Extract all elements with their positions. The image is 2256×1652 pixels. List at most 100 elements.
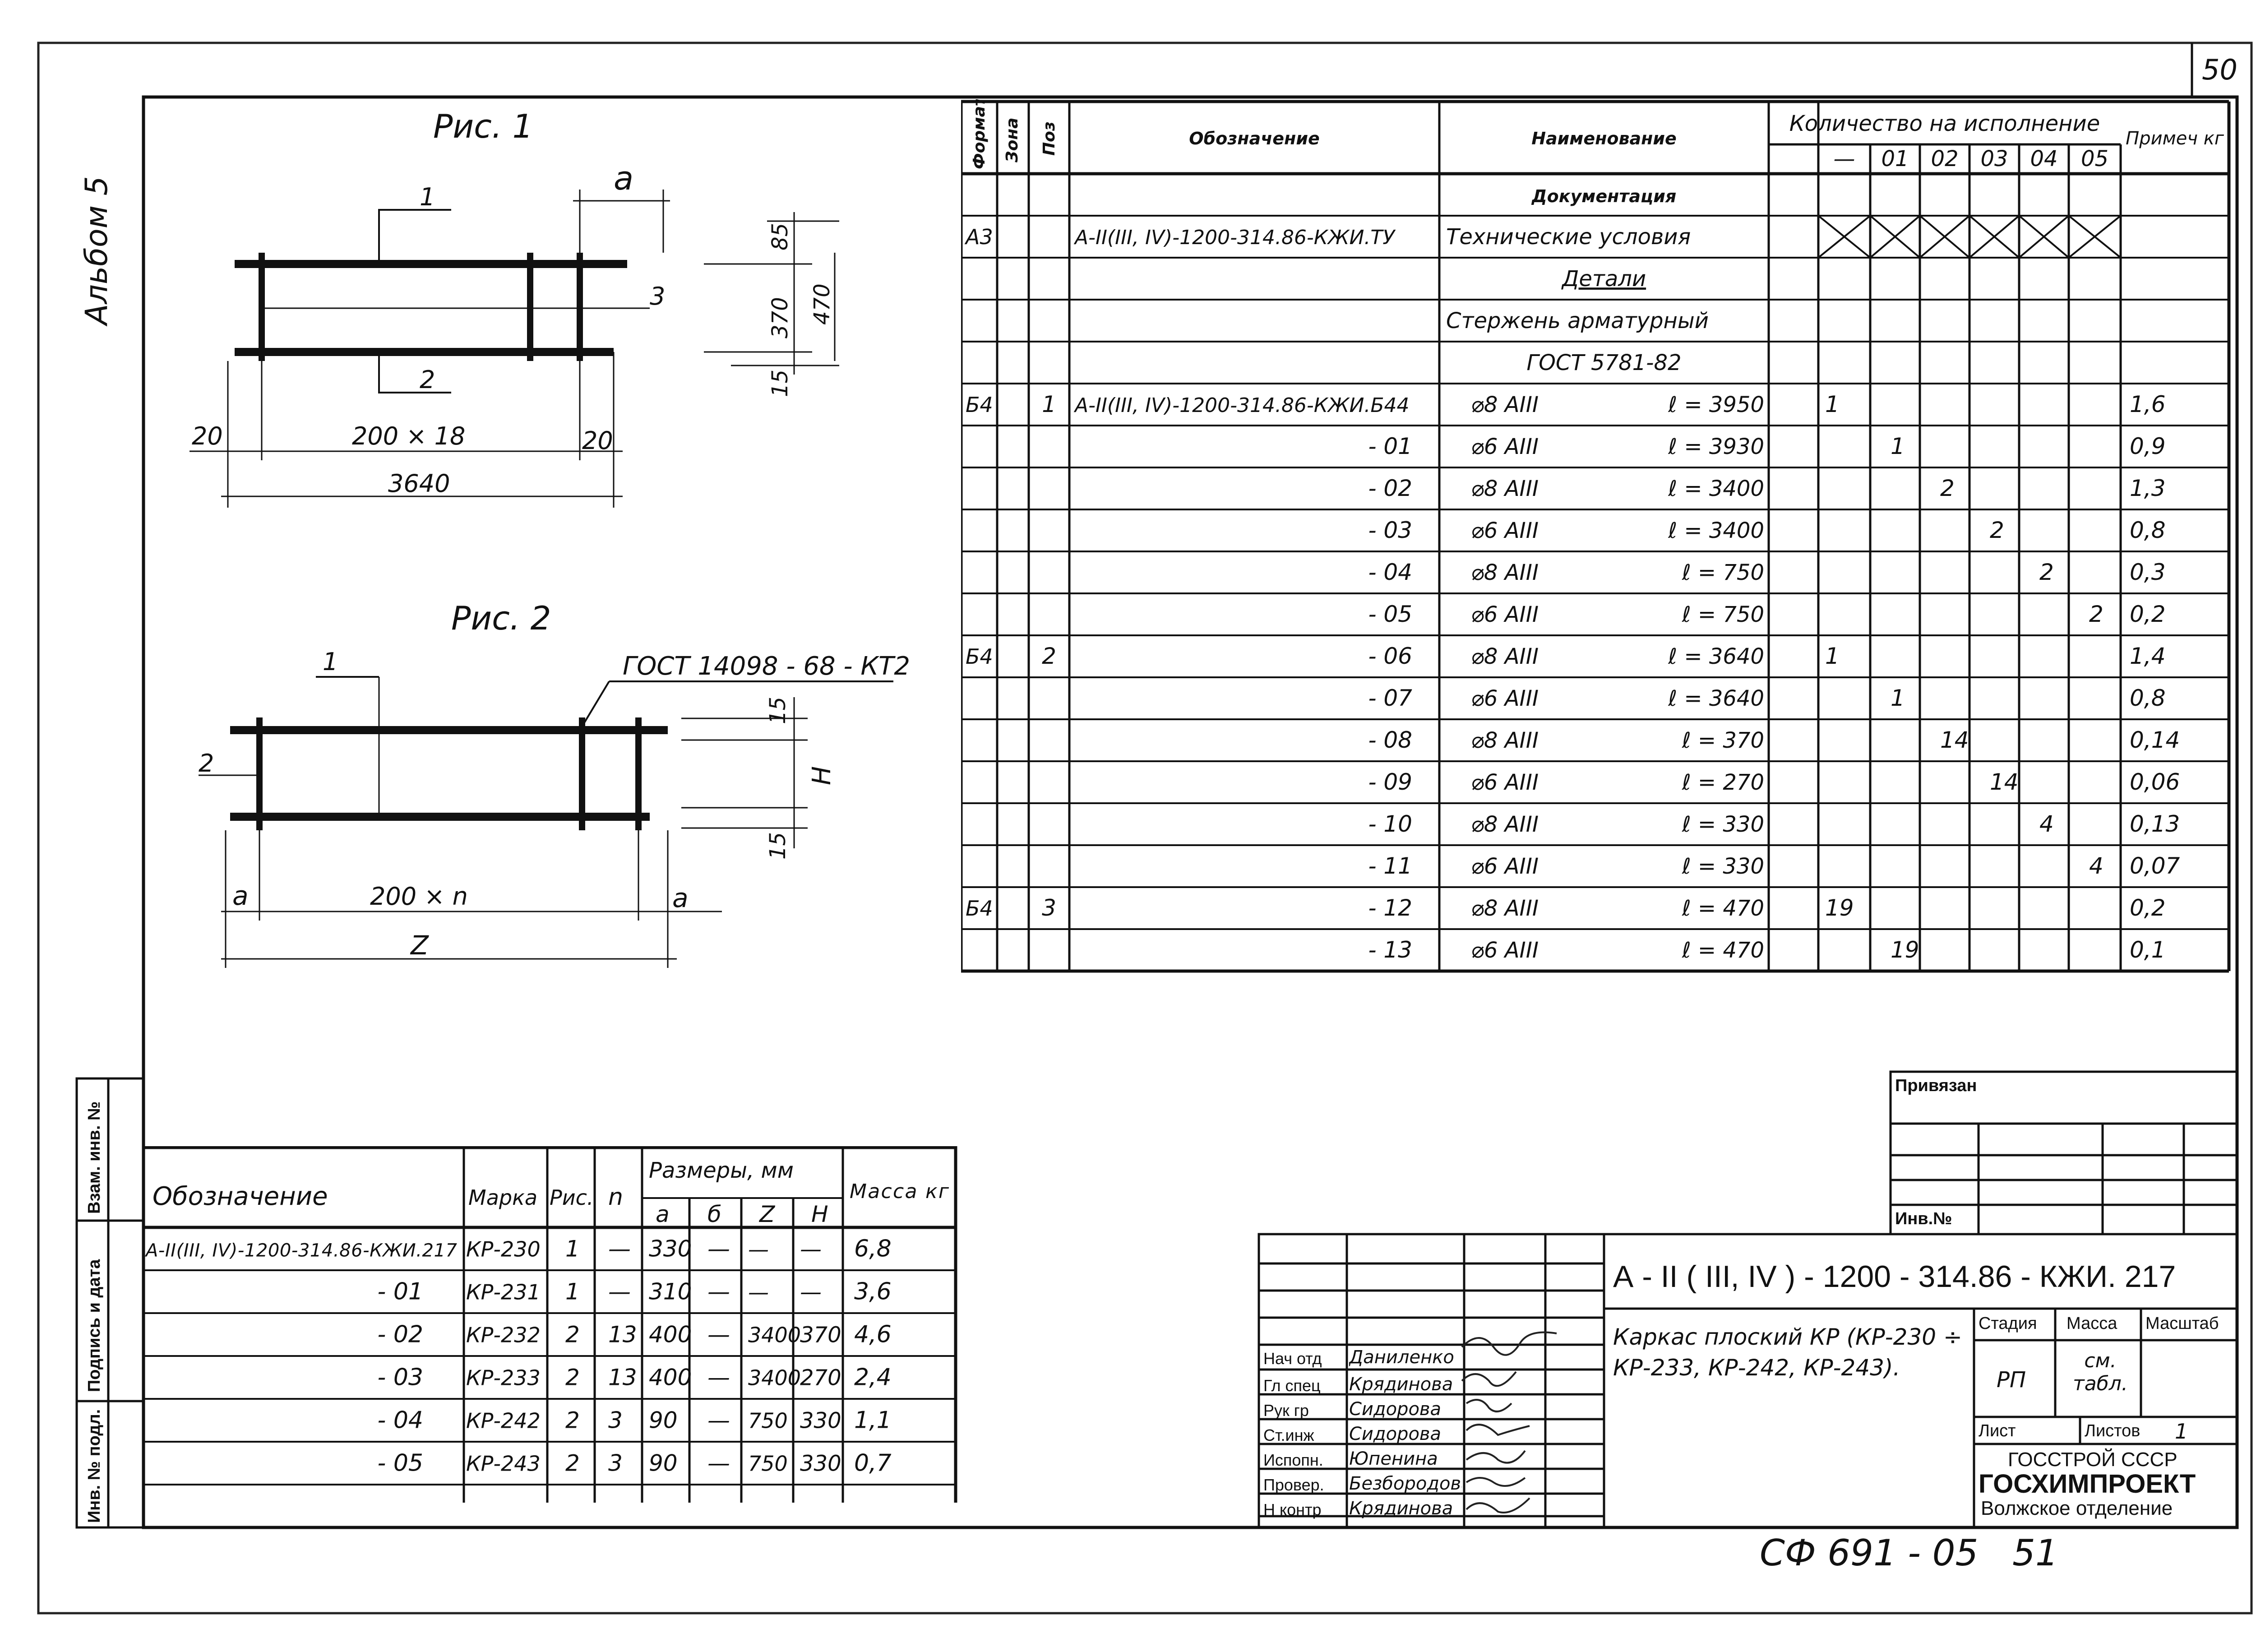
spec-cell-length: ℓ = 330 xyxy=(1682,812,1764,837)
cross-line xyxy=(1919,215,1970,259)
marks-cell-designation: - 02 xyxy=(378,1321,423,1348)
spec-cell-designation: - 09 xyxy=(1368,769,1412,795)
spec-cell-note: 1,4 xyxy=(2130,643,2166,669)
side-stamp-strip xyxy=(75,1077,145,1529)
cross-line xyxy=(1969,215,2020,259)
figure-1-title: Рис. 1 xyxy=(433,107,533,145)
spec-cell-length: ℓ = 3950 xyxy=(1668,392,1764,417)
marks-cell-h: 270 xyxy=(800,1365,841,1391)
spec-header-name: Наименование xyxy=(1531,129,1677,148)
marks-cell-fig: 1 xyxy=(565,1279,580,1305)
spec-cell-name: ГОСТ 5781-82 xyxy=(1526,350,1681,375)
spec-cell-designation: - 07 xyxy=(1368,685,1412,711)
people-name: Даниленко xyxy=(1349,1347,1454,1368)
org-institute: ГОСХИМПРОЕКТ xyxy=(1979,1469,2196,1499)
spec-cell-qty: 1 xyxy=(1891,685,1905,711)
spec-cell-note: 0,13 xyxy=(2130,811,2180,837)
people-name: Сидорова xyxy=(1349,1399,1442,1420)
people-role: Провер. xyxy=(1263,1476,1324,1494)
spec-header-pos: Поз xyxy=(1040,121,1059,156)
marks-cell-b: — xyxy=(707,1365,730,1391)
sheet-label: Лист xyxy=(1979,1421,2016,1440)
spec-cell-note: 0,2 xyxy=(2130,895,2166,921)
people-role: Нач отд xyxy=(1263,1349,1322,1368)
fig1-dim-total: 3640 xyxy=(388,469,450,498)
people-name: Сидорова xyxy=(1349,1424,1442,1444)
spec-grid-lines xyxy=(959,100,2231,973)
marks-cell-fig: 2 xyxy=(565,1450,580,1476)
spec-cell-name: ⌀6 АIII xyxy=(1471,686,1539,711)
spec-cell-name: Технические условия xyxy=(1446,224,1691,250)
spec-qty-col-header: — xyxy=(1834,146,1855,171)
spec-cell-qty: 2 xyxy=(1940,475,1955,501)
spec-cell-designation: - 10 xyxy=(1368,811,1412,837)
spec-cell-name: ⌀8 АIII xyxy=(1471,644,1539,669)
spec-cell-designation: А-II(III, IV)-1200-314.86-КЖИ.ТУ xyxy=(1073,226,1396,249)
marks-cell-a: 400 xyxy=(649,1322,692,1348)
spec-cell-length: ℓ = 3400 xyxy=(1668,518,1764,543)
marks-header-a: a xyxy=(656,1201,670,1227)
spec-cell-length: ℓ = 3930 xyxy=(1668,434,1764,459)
marks-cell-mass: 0,7 xyxy=(854,1450,892,1477)
marks-cell-b: — xyxy=(707,1322,730,1348)
fig2-dim-span: 200 × n xyxy=(370,882,468,911)
spec-cell-designation: - 12 xyxy=(1368,895,1412,921)
spec-cell-note: 1,6 xyxy=(2130,391,2166,417)
marks-cell-designation: - 01 xyxy=(378,1278,423,1305)
spec-qty-col-header: 05 xyxy=(2081,146,2108,171)
object-title-text: Каркас плоский КР (КР-230 ÷ КР-233, КР-2… xyxy=(1613,1324,1962,1381)
spec-cell-length: ℓ = 3400 xyxy=(1668,476,1764,501)
spec-cell-qty: 4 xyxy=(2039,811,2054,837)
spec-cell-name: ⌀8 АIII xyxy=(1471,896,1539,921)
marks-cell-h: 330 xyxy=(800,1408,841,1434)
spec-cell-name: Документация xyxy=(1531,186,1676,206)
fig1-pos-1: 1 xyxy=(420,183,435,211)
figure-2-drawing: Рис. 2 1 2 ГОСТ 14098 - 68 - КТ2 15 H 15… xyxy=(199,599,910,968)
marks-header-designation: Обозначение xyxy=(153,1182,328,1211)
spec-cell-qty: 14 xyxy=(1940,727,1969,753)
fig2-dim-15-top: 15 xyxy=(765,697,791,724)
spec-cell-note: 0,9 xyxy=(2130,433,2166,459)
marks-cell-a: 90 xyxy=(649,1450,678,1476)
marks-header-z: Z xyxy=(758,1201,776,1227)
people-role: Н контр xyxy=(1263,1500,1322,1519)
tie-bound-label: Привязан xyxy=(1895,1076,1977,1095)
marks-cell-a: 90 xyxy=(649,1407,678,1434)
marks-cell-h: 370 xyxy=(800,1323,841,1348)
spec-cell-qty: 2 xyxy=(2039,559,2054,585)
marks-cell-z: — xyxy=(748,1280,769,1305)
marks-cell-mark: КР-243 xyxy=(466,1452,541,1476)
spec-cell-format: Б4 xyxy=(966,644,993,669)
marks-header-n: n xyxy=(608,1184,623,1211)
spec-cell-length: ℓ = 270 xyxy=(1682,770,1764,795)
spec-cell-note: 0,14 xyxy=(2130,727,2180,753)
marks-cell-mark: КР-233 xyxy=(466,1366,541,1390)
marks-header-fig: Рис. xyxy=(550,1185,594,1210)
document-code: А - II ( III, IV ) - 1200 - 314.86 - КЖИ… xyxy=(1613,1259,2176,1294)
spec-cell-note: 0,06 xyxy=(2130,769,2180,795)
marks-cell-fig: 2 xyxy=(565,1365,580,1391)
spec-cell-note: 0,2 xyxy=(2130,601,2166,627)
signature-strokes xyxy=(1461,1331,1557,1513)
marks-cell-mark: КР-231 xyxy=(466,1280,541,1305)
fig2-pos-1: 1 xyxy=(323,648,338,676)
marks-cell-b: — xyxy=(707,1279,730,1305)
marks-cell-h: — xyxy=(800,1237,822,1262)
marks-cell-mark: КР-232 xyxy=(466,1323,541,1347)
spec-cell-length: ℓ = 370 xyxy=(1682,728,1764,753)
spec-cell-designation: - 06 xyxy=(1368,643,1412,669)
marks-cell-a: 400 xyxy=(649,1365,692,1391)
people-name: Крядинова xyxy=(1349,1374,1453,1395)
spec-cell-pos: 2 xyxy=(1042,643,1056,669)
spec-cell-name: ⌀6 АIII xyxy=(1471,770,1539,795)
spec-cell-name: ⌀8 АIII xyxy=(1471,560,1539,585)
fig1-dim-left: 20 xyxy=(192,422,223,450)
cross-line xyxy=(1817,215,1871,259)
spec-qty-col-header: 04 xyxy=(2030,146,2057,171)
cross-line xyxy=(2018,215,2070,259)
spec-cell-qty: 1 xyxy=(1891,433,1905,459)
marks-cell-a: 310 xyxy=(649,1279,692,1305)
